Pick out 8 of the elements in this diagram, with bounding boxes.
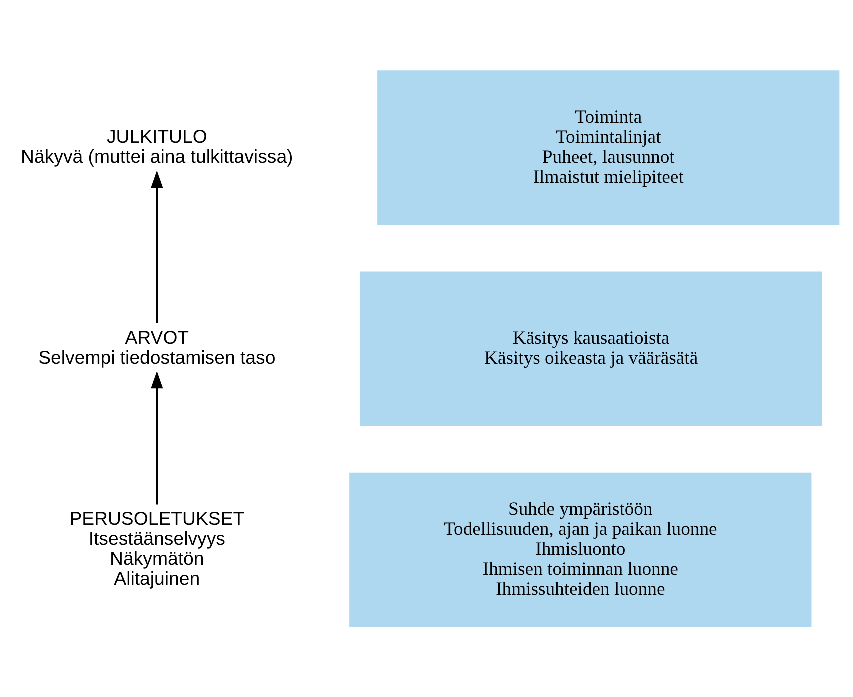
node-box: Toiminta Toimintalinjat Puheet, lausunnot Ilmaistut mielipiteet <box>378 70 840 225</box>
node-text: ARVOT Selvempi tiedostamisen taso <box>38 326 276 368</box>
node-box: Käsitys kausaatioista Käsitys oikeasta ja vääräsätä <box>360 271 822 426</box>
arrow <box>151 170 164 323</box>
node-text: PERUSOLETUKSET Itsestäänselvyys Näkymätön Alitajuinen <box>70 508 245 588</box>
arrow <box>151 370 164 504</box>
node-text: JULKITULO Näkyvä (muttei aina tulkittavissa) <box>21 125 294 166</box>
node-box: Suhde ympäristöön Todellisuuden, ajan ja paikan luonne Ihmisluonto Ihmisen toiminnan luonne Ihmissuhteiden luonne <box>350 472 812 627</box>
